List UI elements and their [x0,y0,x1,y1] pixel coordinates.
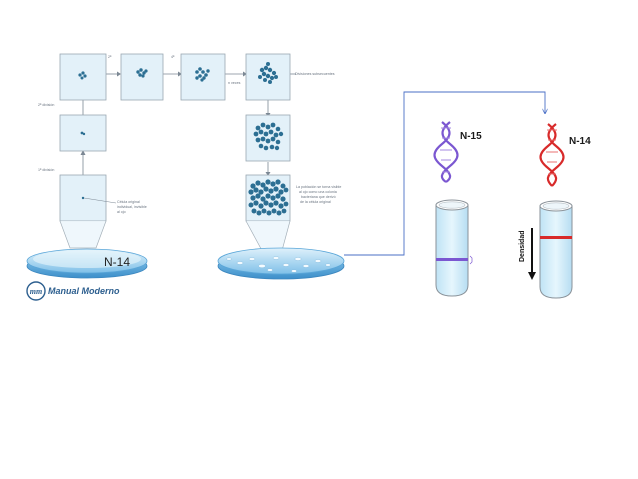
cell-note-leader [83,197,117,204]
single-cell [81,196,85,200]
colony-note-line-4: de la célula original [300,200,331,204]
label-second-division: 2ª división [38,103,54,107]
cells-colony [248,179,289,216]
dna-helix-n15 [433,121,459,183]
cells-second-division [78,71,87,80]
cell-note-line-3: al ojo [117,210,126,214]
publisher-mark: mm [30,287,42,296]
label-subsequent-divisions: Divisiones subsecuentes [295,72,335,76]
density-arrow [528,228,536,280]
plate-label-n14: N-14 [104,255,130,269]
petri-dish-right [217,247,345,280]
cells-fourth-division [195,67,210,82]
arrowhead-down-2 [265,172,271,176]
arrowhead-right-1 [117,71,121,77]
box-subsequent-1 [245,114,291,162]
publisher-logo: mm Manual Moderno [26,281,120,301]
band-n15 [436,258,468,261]
label-step-4: 4ª [171,55,175,59]
cell-pair-b [82,132,86,136]
tube-n15 [435,199,473,297]
cell-note-line-2: individual, invisible [117,205,147,209]
label-n14: N-14 [569,136,591,147]
tube-n14 [539,200,573,299]
band-n14 [540,236,572,239]
publisher-name: Manual Moderno [48,286,120,296]
label-n-veces: n veces [228,81,241,85]
colony-note-line-2: al ojo como una colonia [299,190,337,194]
arrowhead-up-1 [80,150,86,155]
dish-colonies [226,256,331,273]
petri-dish-left [26,248,148,279]
publisher-emblem [26,281,46,301]
label-step-2: 2ª [108,55,112,59]
colony-note-line-3: bacteriana que derivó [301,195,336,199]
dna-helix-n14 [539,123,565,187]
cells-third-stage [136,68,148,78]
growth-figure: 2ª 4ª n veces Divisiones subsecuentes 2ª… [26,53,345,301]
cells-subsequent [253,122,284,151]
connector-arrow [344,91,545,256]
label-n15: N-15 [460,131,482,142]
arrowhead-right-2 [178,71,182,77]
colony-note-line-1: La población se torna visible [296,185,341,189]
funnel-left [59,220,107,249]
label-density: Densidad [519,230,526,262]
cells-n-divisions [258,62,278,84]
cell-note-line-1: Célula original [117,200,140,204]
cell-pair-a [80,131,84,135]
label-first-division: 1ª división [38,168,54,172]
arrowhead-right-3 [243,71,247,77]
